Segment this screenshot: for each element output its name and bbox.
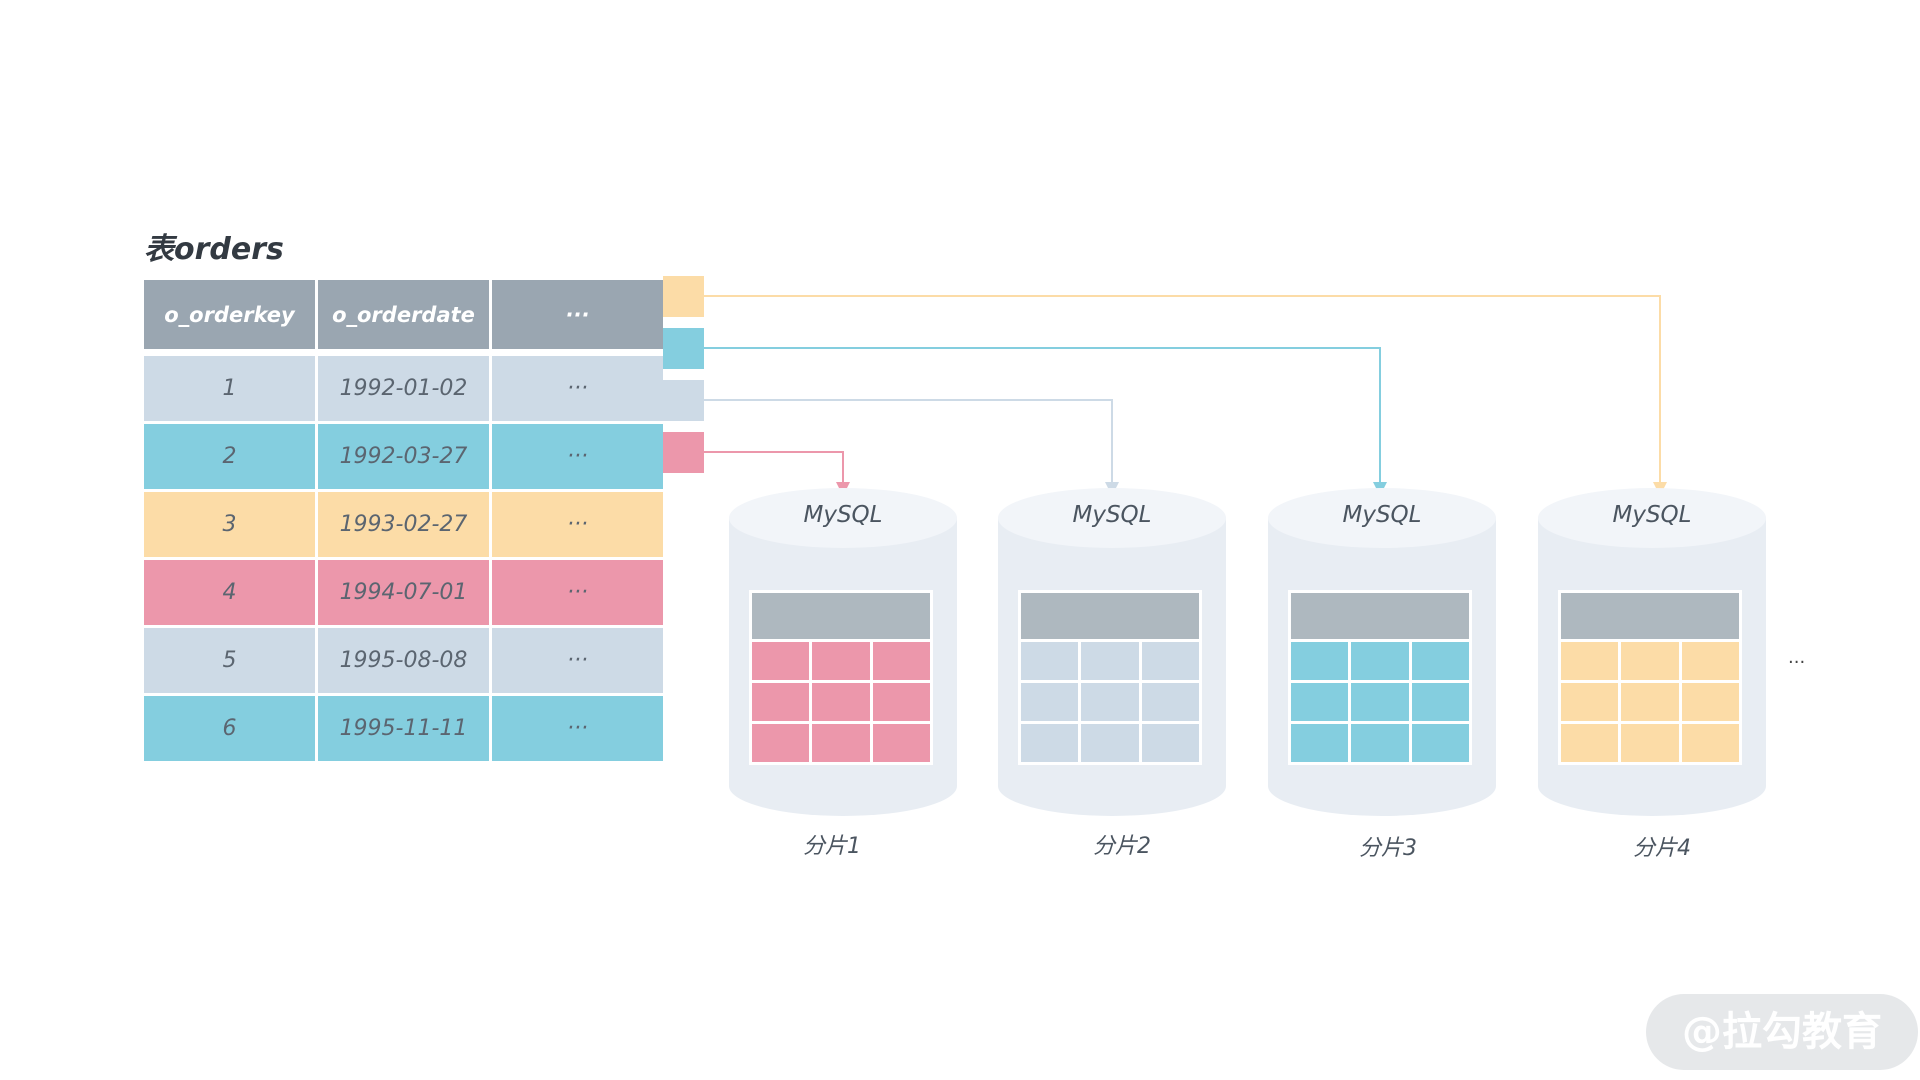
cell-orderkey: 5 [144, 628, 315, 693]
cell-orderdate: 1994-07-01 [318, 560, 489, 625]
shard-1-database: MySQL [729, 484, 957, 820]
cell-orderdate: 1993-02-27 [318, 492, 489, 557]
cell-more: ··· [492, 356, 663, 421]
shard-3-label: 分片3 [1359, 836, 1417, 861]
db-engine-label: MySQL [1612, 502, 1692, 528]
swatch-pink [663, 432, 704, 473]
shard-4-table [1558, 590, 1742, 765]
table-row: 5 1995-08-08 ··· [144, 628, 663, 693]
cell-orderdate: 1995-08-08 [318, 628, 489, 693]
cell-orderkey: 1 [144, 356, 315, 421]
cell-orderdate: 1992-03-27 [318, 424, 489, 489]
shard-4-database: MySQL [1538, 484, 1766, 820]
swatch-blue [663, 328, 704, 369]
header-orderdate: o_orderdate [318, 280, 489, 349]
table-row: 6 1995-11-11 ··· [144, 696, 663, 761]
more-shards-ellipsis: ··· [1788, 652, 1806, 673]
cell-orderdate: 1992-01-02 [318, 356, 489, 421]
db-engine-label: MySQL [1072, 502, 1152, 528]
shard-3-database: MySQL [1268, 484, 1496, 820]
shard-1-table [749, 590, 933, 765]
shard-1-label: 分片1 [803, 834, 861, 859]
watermark-logo: @拉勾教育 [1646, 994, 1918, 1070]
shard-3-table [1288, 590, 1472, 765]
orders-table: o_orderkey o_orderdate ··· 1 1992-01-02 … [141, 277, 666, 764]
arrow-pink-to-shard1 [704, 451, 844, 482]
cell-orderkey: 6 [144, 696, 315, 761]
shard-4-label: 分片4 [1633, 836, 1691, 861]
header-orderkey: o_orderkey [144, 280, 315, 349]
db-engine-label: MySQL [1342, 502, 1422, 528]
table-row: 4 1994-07-01 ··· [144, 560, 663, 625]
shard-2-database: MySQL [998, 484, 1226, 820]
cell-more: ··· [492, 492, 663, 557]
table-row: 2 1992-03-27 ··· [144, 424, 663, 489]
cell-more: ··· [492, 560, 663, 625]
shard-2-table [1018, 590, 1202, 765]
orders-header-row: o_orderkey o_orderdate ··· [144, 280, 663, 349]
header-more: ··· [492, 280, 663, 349]
cell-orderkey: 3 [144, 492, 315, 557]
table-row: 3 1993-02-27 ··· [144, 492, 663, 557]
cell-orderkey: 2 [144, 424, 315, 489]
arrow-gray-to-shard2 [704, 399, 1113, 482]
table-row: 1 1992-01-02 ··· [144, 356, 663, 421]
arrow-yellow-to-shard4 [704, 295, 1661, 482]
arrow-blue-to-shard3 [704, 347, 1381, 482]
cell-more: ··· [492, 696, 663, 761]
swatch-yellow [663, 276, 704, 317]
cell-more: ··· [492, 424, 663, 489]
shard-2-label: 分片2 [1093, 834, 1151, 859]
swatch-gray [663, 380, 704, 421]
cell-orderkey: 4 [144, 560, 315, 625]
cell-more: ··· [492, 628, 663, 693]
db-engine-label: MySQL [803, 502, 883, 528]
table-title: 表orders [144, 232, 284, 267]
cell-orderdate: 1995-11-11 [318, 696, 489, 761]
